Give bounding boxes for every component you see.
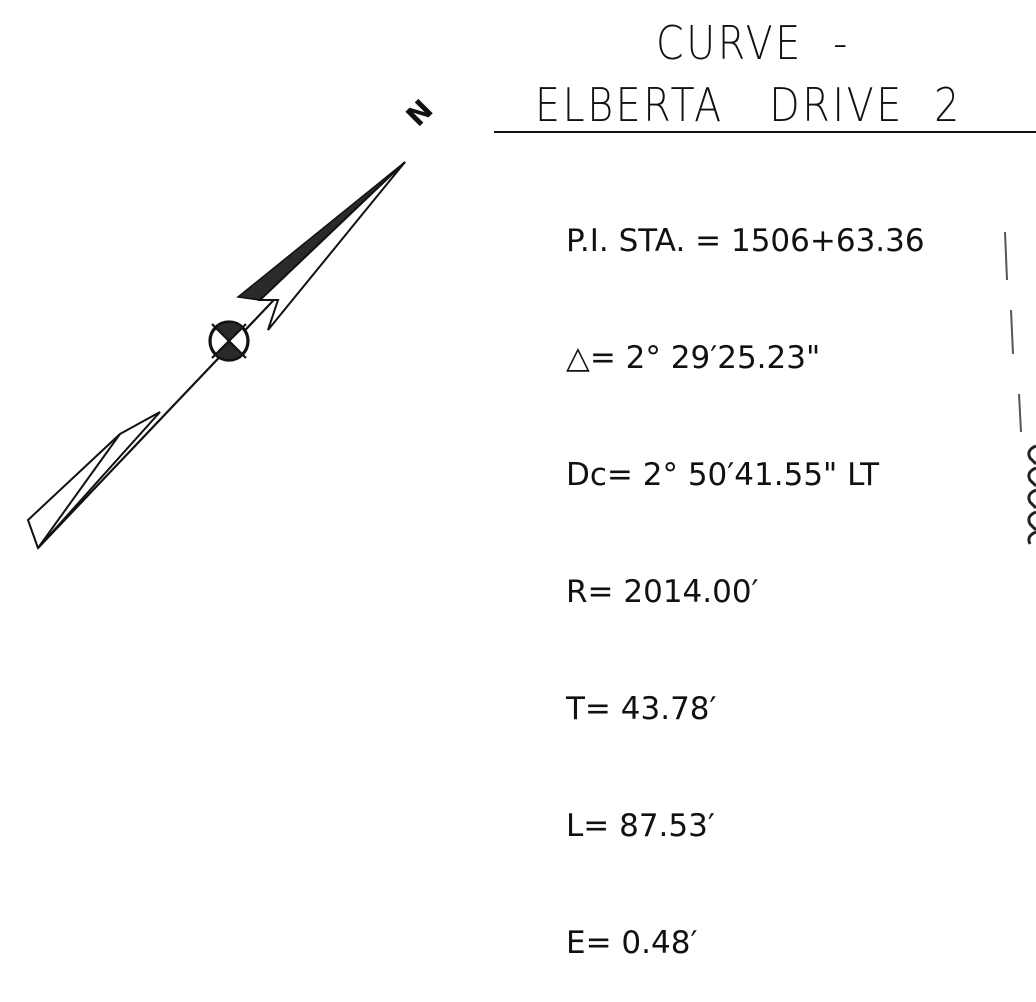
- north-label: N: [400, 93, 440, 133]
- radius-row: R= 2014.00′: [566, 574, 759, 610]
- center-point-icon: [208, 320, 250, 362]
- delta-row: △= 2° 29′25.23": [566, 340, 821, 376]
- north-arrow-icon: N: [26, 93, 440, 550]
- external-row: E= 0.48′: [566, 925, 698, 961]
- partial-linework: [1004, 231, 1036, 545]
- degree-of-curve-row: Dc= 2° 50′41.55" LT: [566, 457, 880, 493]
- curve-title: CURVE -: [656, 16, 851, 70]
- curve-data-table: P.I. STA. = 1506+63.36 △= 2° 29′25.23" D…: [566, 144, 925, 1002]
- south-arrowhead-outline: [26, 411, 161, 550]
- drawing-canvas: N: [26, 93, 1036, 550]
- pi-station-row: P.I. STA. = 1506+63.36: [566, 223, 925, 259]
- length-row: L= 87.53′: [566, 808, 715, 844]
- north-arrowhead-outline: [257, 161, 406, 331]
- street-name-title: ELBERTA DRIVE 2: [535, 78, 962, 132]
- north-arrowhead-dark: [236, 161, 406, 301]
- tangent-row: T= 43.78′: [566, 691, 717, 727]
